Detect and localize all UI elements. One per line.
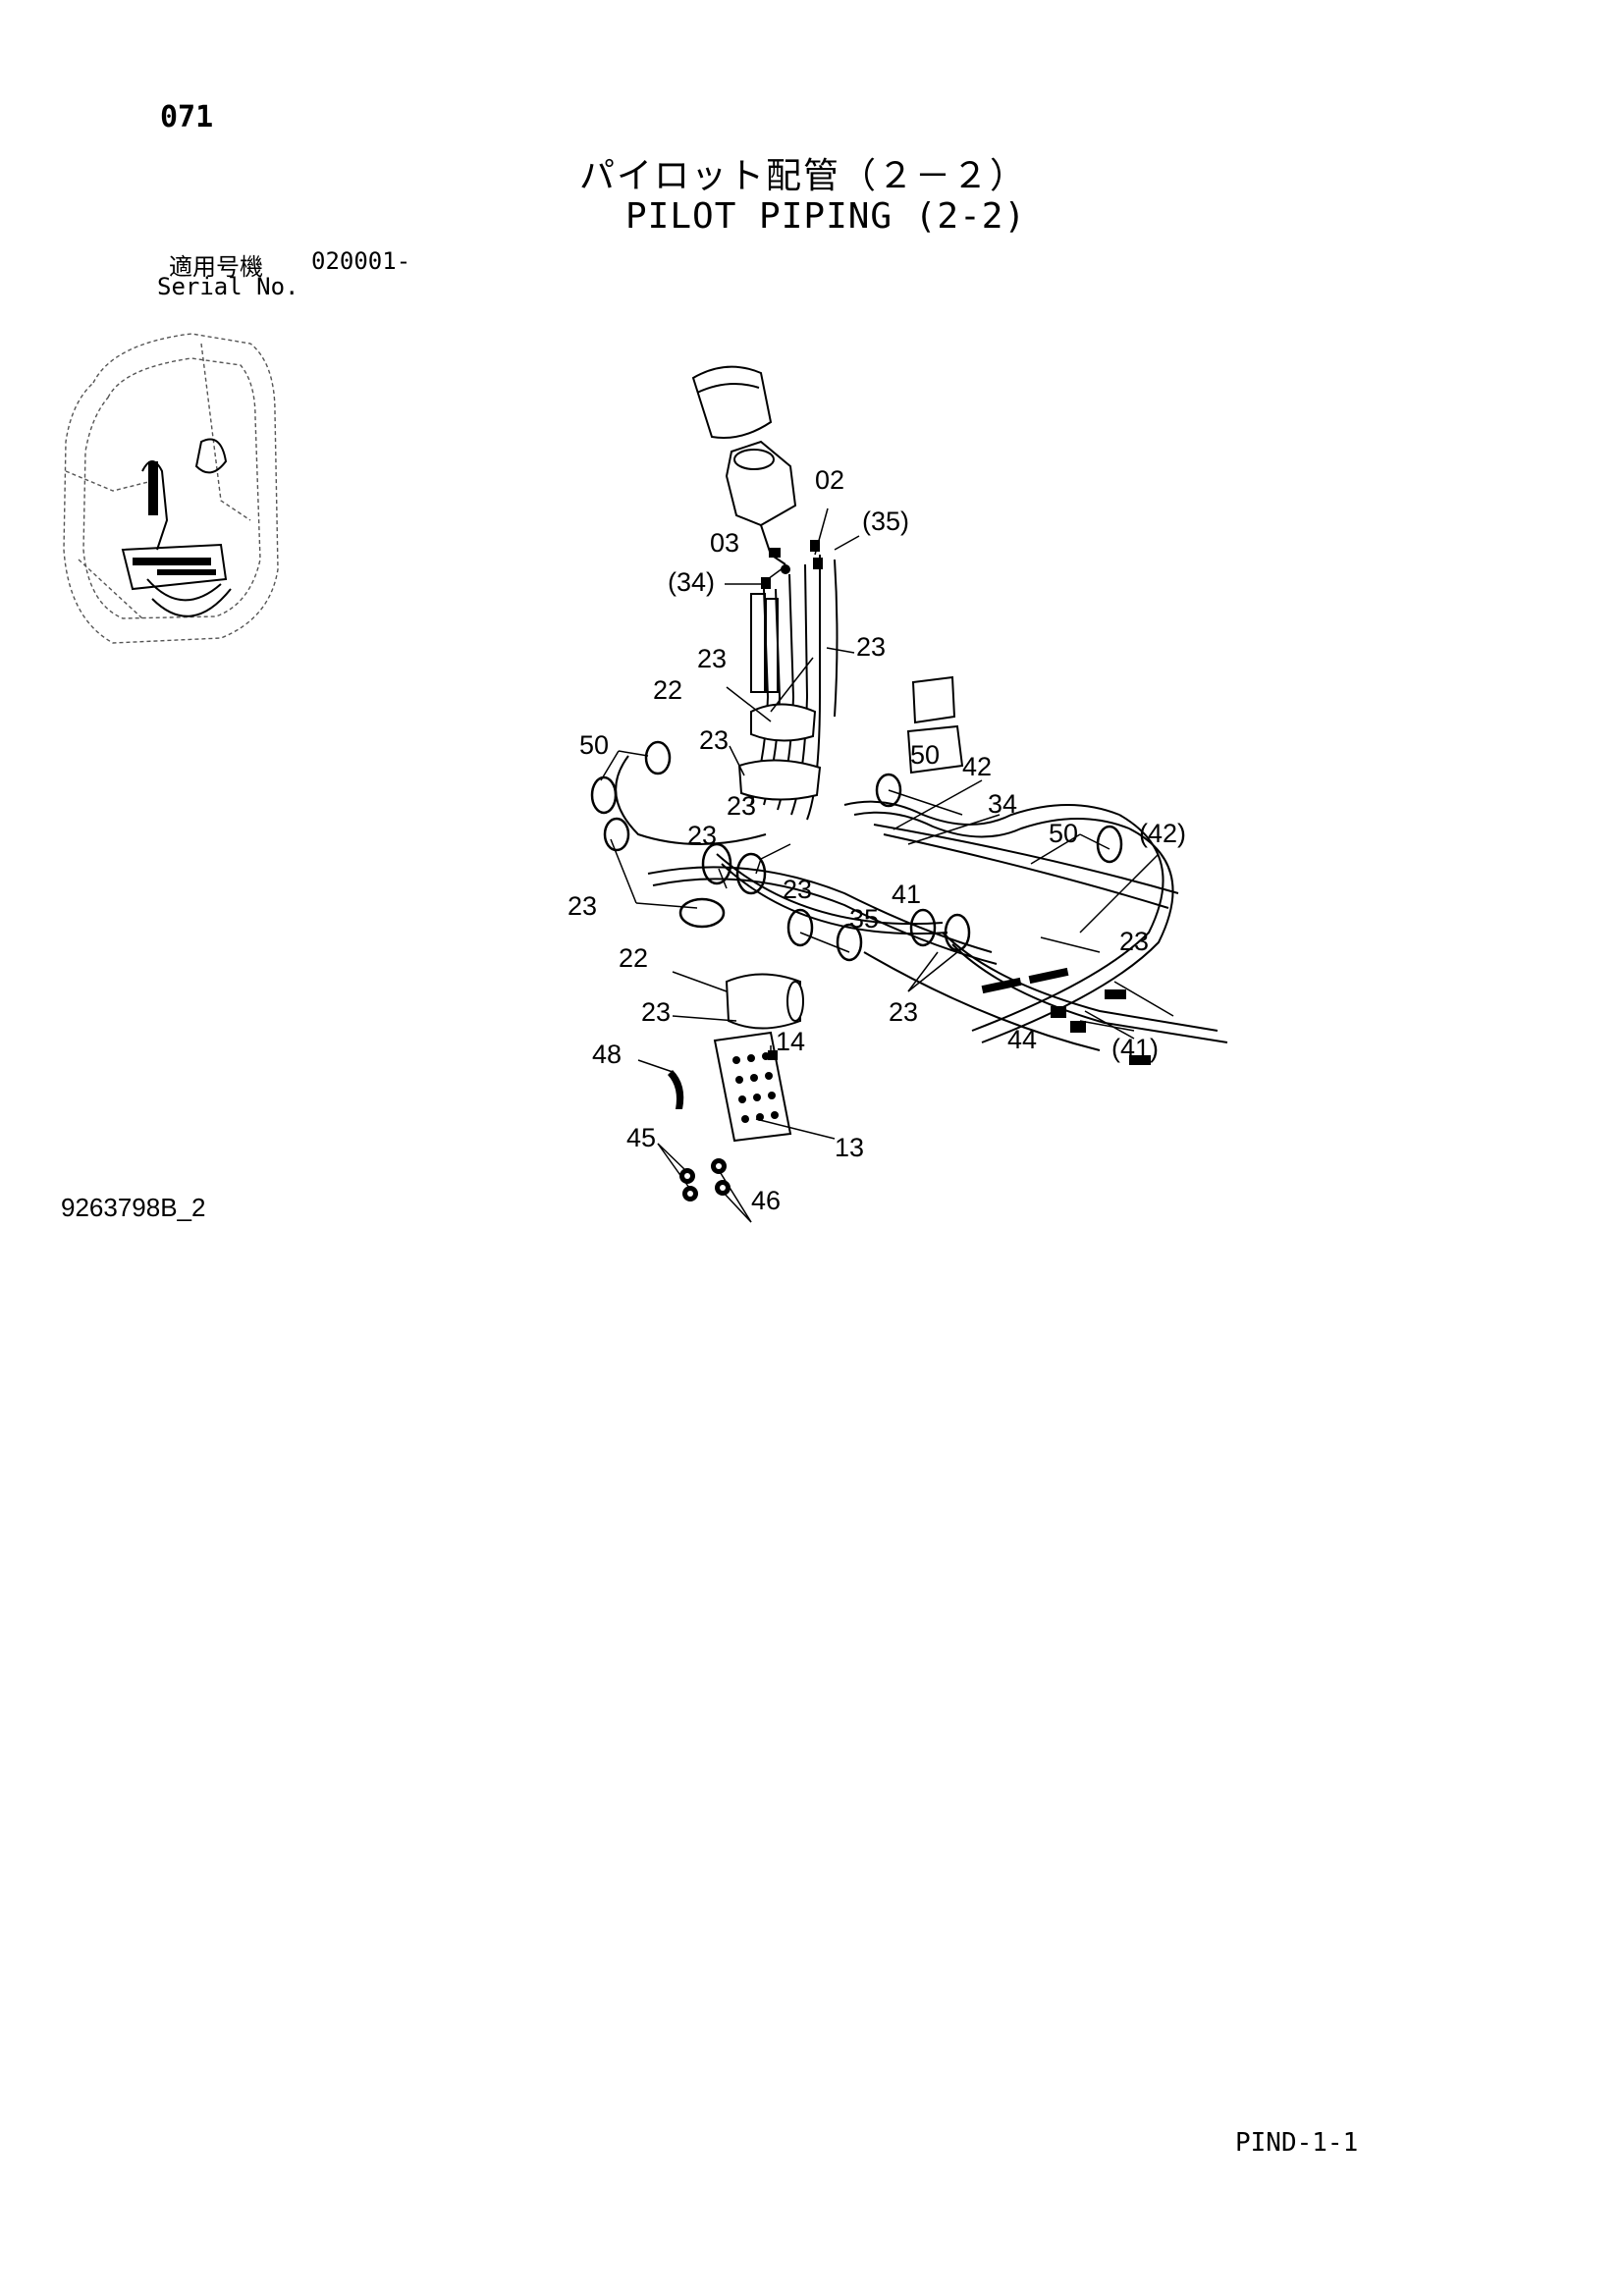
callout-23c: 23: [699, 725, 729, 755]
page-number: 071: [160, 100, 214, 134]
callout-50a: 50: [579, 730, 609, 760]
callout-34: 34: [988, 789, 1017, 819]
callout-41: 41: [892, 880, 921, 909]
callout-23b: 23: [856, 632, 886, 662]
callout-45: 45: [626, 1123, 656, 1152]
callout-23d: 23: [727, 791, 756, 821]
callout-13: 13: [835, 1133, 864, 1162]
callout-42: 42: [962, 752, 992, 781]
callout-35: 35: [849, 904, 879, 934]
callout-35-ref: (35): [862, 507, 909, 536]
callout-23h: 23: [1119, 927, 1149, 956]
callout-02: 02: [815, 465, 844, 495]
callout-14: 14: [776, 1027, 805, 1056]
callout-48: 48: [592, 1040, 622, 1069]
page-title-english: PILOT PIPING (2-2): [625, 196, 1027, 237]
callout-22a: 22: [653, 675, 682, 705]
callout-22b: 22: [619, 943, 648, 973]
callout-03: 03: [710, 528, 739, 558]
serial-label-english: Serial No.: [157, 273, 299, 300]
callout-46: 46: [751, 1186, 781, 1215]
callout-50b: 50: [910, 740, 940, 770]
drawing-code: 9263798B_2: [61, 1193, 206, 1222]
cab-location-thumbnail: [63, 333, 279, 644]
callout-44: 44: [1007, 1025, 1037, 1054]
page-title-japanese: パイロット配管（２－２）: [579, 156, 1028, 196]
pilot-piping-diagram: 02 (35) 03 (34) 23 23 22 23 50 50 42 34 …: [568, 365, 1228, 1223]
callout-42-ref: (42): [1139, 819, 1186, 848]
callout-50c: 50: [1049, 819, 1078, 848]
sheet-code: PIND-1-1: [1235, 2128, 1359, 2158]
serial-label-japanese: 適用号機: [169, 253, 263, 281]
callout-41-ref: (41): [1111, 1034, 1159, 1063]
callout-23i: 23: [641, 997, 671, 1027]
serial-number-value: 020001-: [311, 247, 411, 275]
callout-34-ref: (34): [668, 567, 715, 597]
callout-23a: 23: [697, 644, 727, 673]
callout-23e: 23: [687, 821, 717, 850]
callout-23j: 23: [889, 997, 918, 1027]
callout-23g: 23: [783, 875, 812, 904]
callout-23f: 23: [568, 891, 597, 921]
